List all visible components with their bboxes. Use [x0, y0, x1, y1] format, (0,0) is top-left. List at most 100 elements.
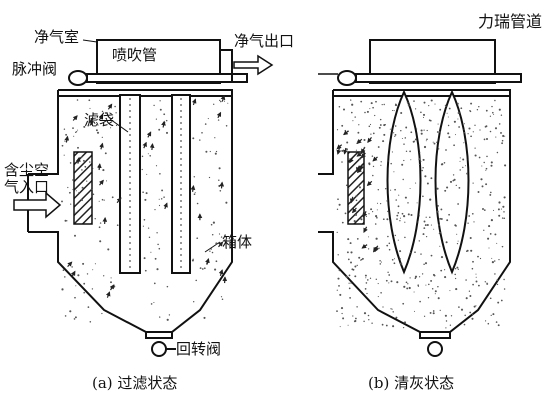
dust-dot	[455, 278, 456, 279]
pulse-valve-a	[69, 71, 87, 85]
dust-dot	[491, 106, 492, 107]
dust-dot	[491, 258, 492, 259]
dust-dot	[380, 124, 382, 126]
dust-dot	[388, 161, 389, 162]
dust-dot	[64, 276, 66, 278]
dust-dot	[199, 139, 200, 140]
dust-dot	[426, 217, 427, 218]
dust-dot	[415, 138, 417, 140]
dust-dot	[64, 140, 65, 141]
dust-dot	[350, 282, 351, 283]
dust-dot	[163, 196, 165, 198]
dust-dot	[492, 261, 494, 263]
dust-dot	[497, 302, 499, 304]
dust-dot	[95, 218, 96, 219]
rotary-valve-label: 回转阀	[176, 342, 221, 357]
dust-dot	[420, 253, 421, 254]
dust-dot	[479, 129, 480, 130]
dust-dot	[159, 173, 161, 175]
dust-dot	[491, 315, 492, 316]
dust-dot	[378, 296, 379, 297]
caption-a: (a) 过滤状态	[92, 372, 177, 393]
dust-dot	[92, 168, 93, 169]
dust-dot	[457, 203, 459, 205]
dust-dot	[201, 132, 203, 134]
dust-dot	[95, 263, 96, 264]
dust-dot	[195, 280, 197, 282]
dust-dot	[454, 121, 456, 123]
dust-dot	[426, 140, 427, 141]
dust-dot	[144, 199, 146, 201]
dust-dot	[219, 167, 221, 169]
dust-dot	[357, 238, 359, 240]
dust-dot	[398, 195, 399, 196]
dust-dot	[73, 136, 74, 137]
dust-dot	[81, 169, 83, 171]
dust-dot	[482, 208, 484, 210]
dust-dot	[483, 230, 484, 231]
dust-dot	[441, 218, 443, 220]
dust-dot	[382, 140, 384, 142]
dust-dot	[370, 124, 371, 125]
dust-dot	[453, 144, 455, 146]
dust-dot	[166, 132, 168, 134]
dust-dot	[420, 112, 422, 114]
dust-dot	[440, 310, 441, 311]
dust-dot	[498, 208, 500, 210]
dust-dot	[452, 180, 454, 182]
dust-dot	[410, 131, 412, 133]
dust-dot	[208, 118, 209, 119]
dust-dot	[345, 213, 347, 215]
dust-dot	[77, 147, 79, 149]
dust-dot	[341, 125, 343, 127]
dust-dot	[457, 118, 458, 119]
dust-dot	[408, 104, 410, 106]
dust-dot	[221, 296, 222, 297]
flow-arrow	[373, 157, 377, 161]
dust-dot	[410, 214, 412, 216]
dust-dot	[202, 268, 204, 270]
dust-dot	[65, 315, 67, 317]
dust-dot	[349, 288, 351, 290]
dust-dot	[368, 319, 369, 320]
dust-dot	[220, 190, 222, 192]
dust-dot	[355, 318, 357, 320]
dust-dot	[83, 292, 85, 294]
dust-dot	[380, 203, 381, 204]
dust-dot	[424, 102, 426, 104]
dust-dot	[426, 138, 428, 140]
dust-dot	[341, 313, 342, 314]
dust-dot	[445, 149, 447, 151]
dust-dot	[112, 196, 114, 198]
dust-dot	[455, 288, 457, 290]
dust-dot	[358, 257, 360, 259]
dust-dot	[212, 234, 213, 235]
dust-dot	[504, 196, 506, 198]
dust-dot	[441, 163, 443, 165]
dust-dot	[356, 199, 358, 201]
dust-dot	[474, 125, 475, 126]
dust-dot	[434, 104, 435, 105]
dust-dot	[355, 214, 357, 216]
dust-dot	[82, 263, 84, 265]
dust-dot	[211, 224, 213, 226]
dust-dot	[146, 174, 147, 175]
dust-dot	[395, 317, 397, 319]
dust-dot	[385, 188, 386, 189]
dust-dot	[337, 129, 338, 130]
dust-dot	[350, 242, 352, 244]
dust-dot	[354, 266, 356, 268]
dust-dot	[117, 224, 119, 226]
dust-dot	[420, 161, 421, 162]
flow-arrow	[66, 137, 67, 143]
dust-dot	[491, 161, 493, 163]
dust-dot	[458, 306, 460, 308]
dust-dot	[358, 185, 359, 186]
dust-dot	[477, 109, 478, 110]
dust-dot	[458, 126, 460, 128]
dust-dot	[458, 112, 460, 114]
dust-dot	[424, 146, 426, 148]
dust-dot	[77, 99, 79, 101]
flow-arrow	[107, 292, 109, 298]
housing-label: 箱体	[222, 235, 252, 250]
